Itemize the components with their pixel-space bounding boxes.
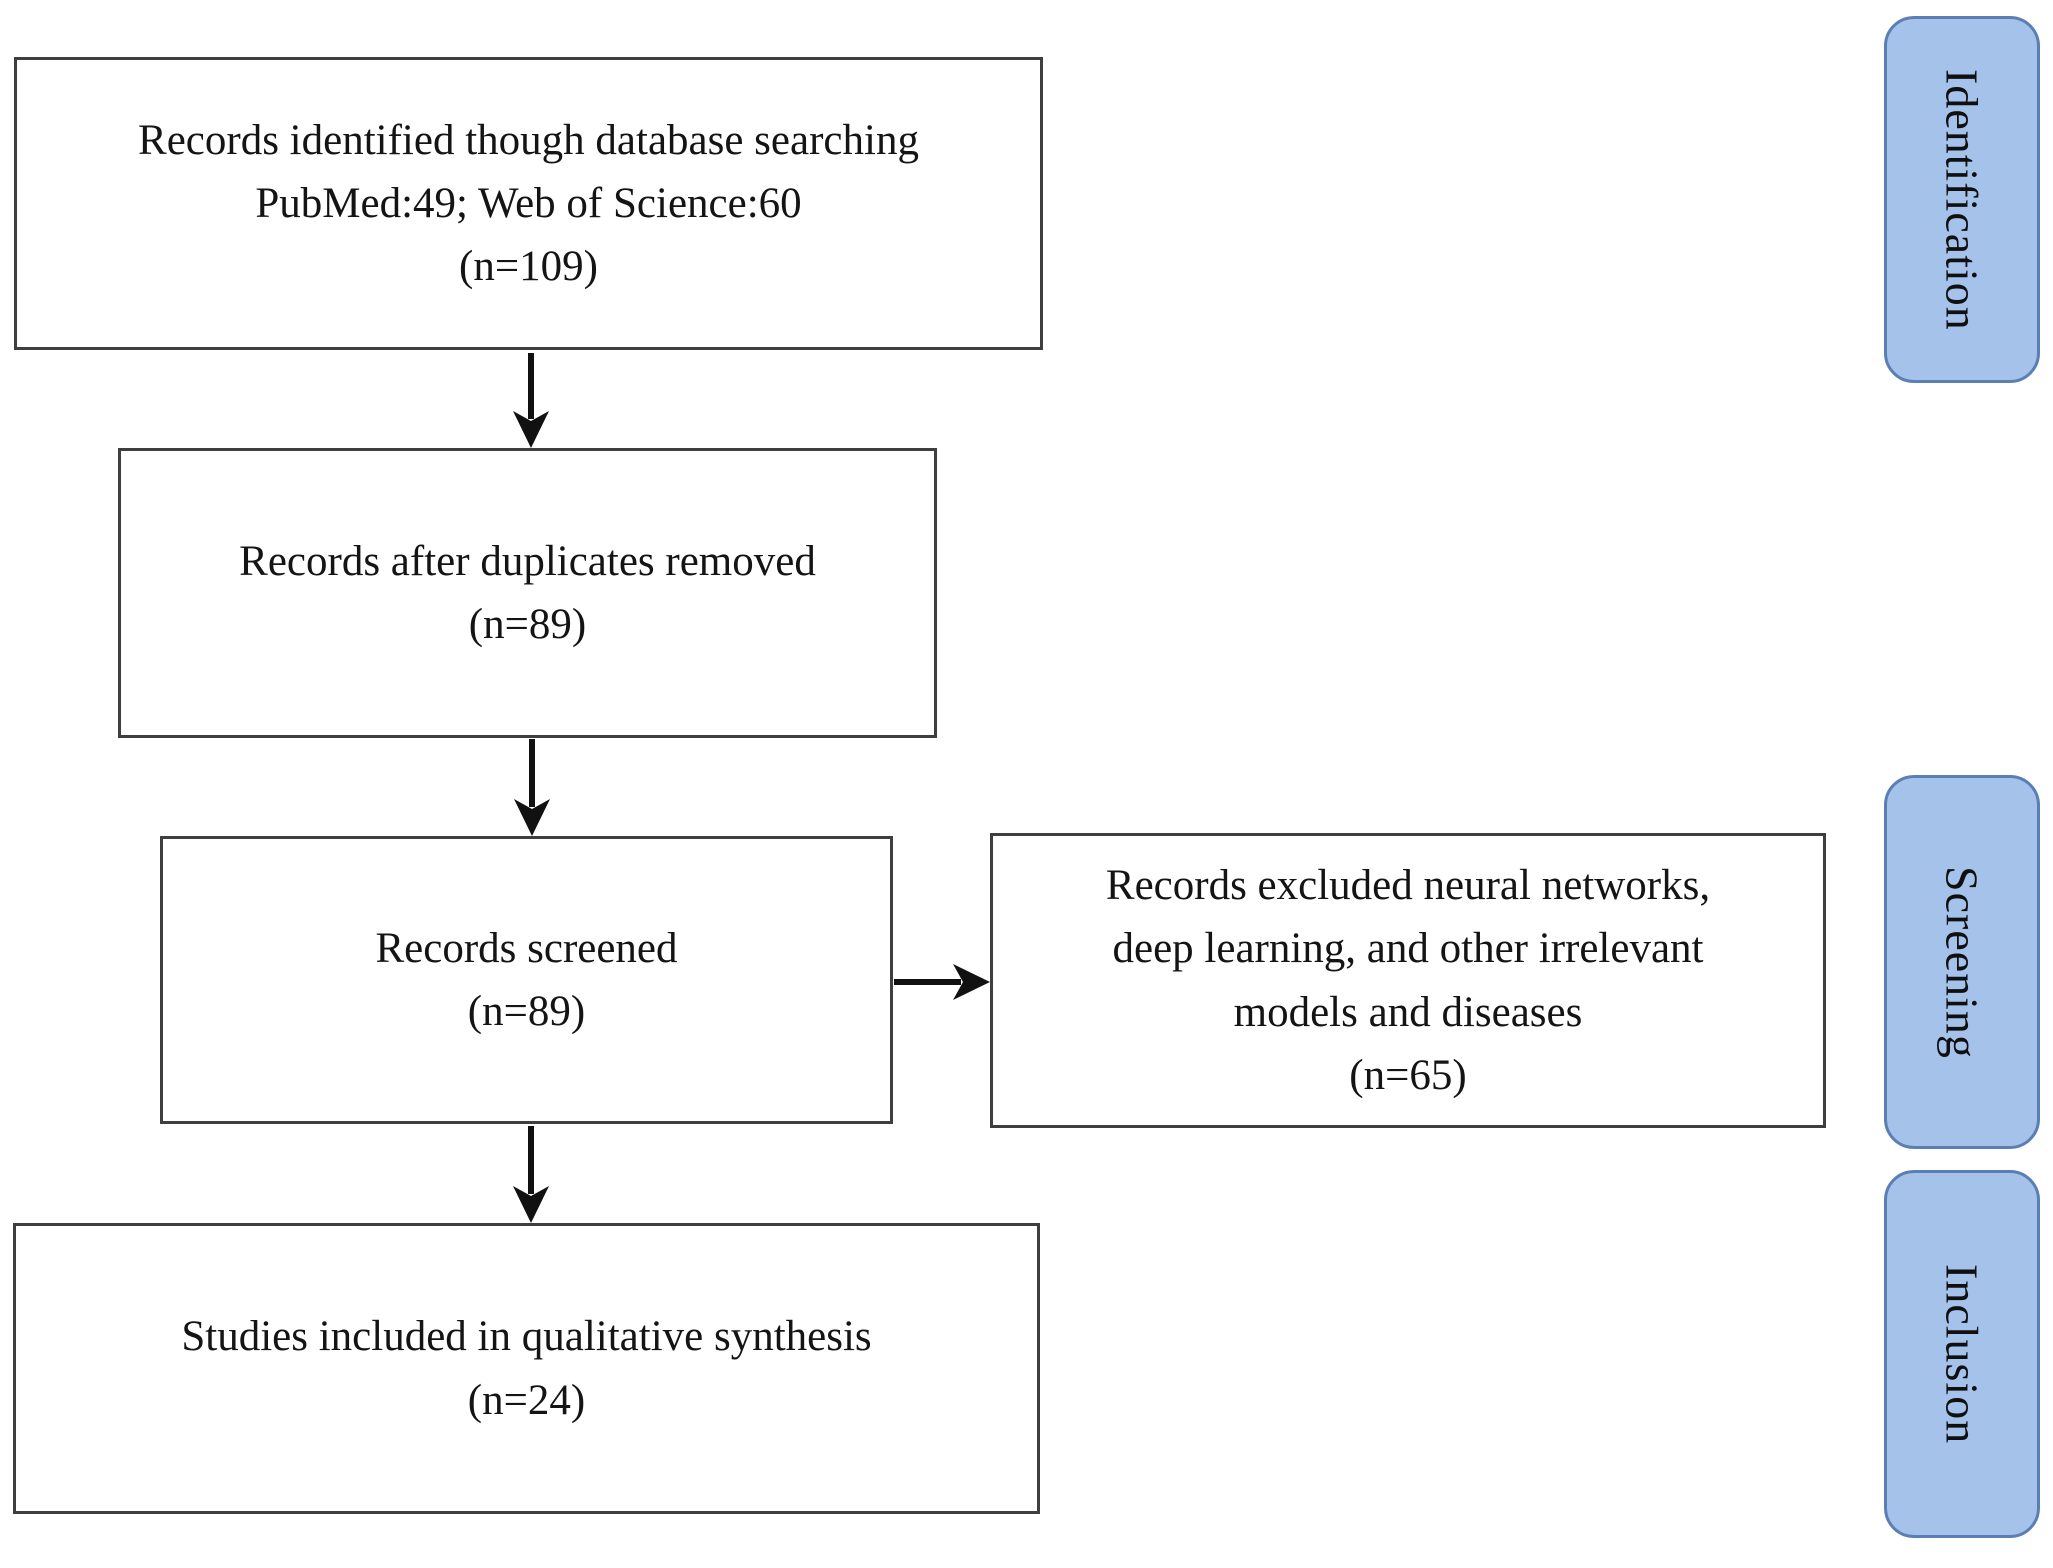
stage-label-text: Inclusion xyxy=(1936,1263,1988,1445)
box-records-identified: Records identified though database searc… xyxy=(14,57,1043,350)
box-text-line: Records after duplicates removed xyxy=(239,537,816,585)
box-studies-included: Studies included in qualitative synthesi… xyxy=(13,1223,1040,1514)
box-count-line: (n=89) xyxy=(468,601,587,648)
stage-label-identification: Identification xyxy=(1884,16,2040,383)
box-count-line: (n=24) xyxy=(467,1376,586,1424)
box-count-line: (n=89) xyxy=(467,988,586,1035)
stage-label-inclusion: Inclusion xyxy=(1884,1170,2040,1538)
box-text-line: Records screened xyxy=(375,924,678,972)
box-text-line: Studies included in qualitative synthesi… xyxy=(181,1313,872,1361)
box-records-after-duplicates: Records after duplicates removed (n=89) xyxy=(118,448,937,738)
box-text-line: models and diseases xyxy=(1233,988,1583,1036)
box-text-line: Records identified though database searc… xyxy=(138,116,919,164)
arrow-down-identified-to-dedup-icon xyxy=(509,353,553,448)
box-records-screened: Records screened (n=89) xyxy=(160,836,893,1124)
box-count-line: (n=65) xyxy=(1349,1051,1467,1099)
box-text-line: Records excluded neural networks, xyxy=(1105,862,1711,910)
stage-label-text: Identification xyxy=(1936,68,1988,331)
stage-label-text: Screening xyxy=(1936,865,1988,1059)
box-records-excluded: Records excluded neural networks, deep l… xyxy=(990,833,1826,1128)
stage-label-screening: Screening xyxy=(1884,775,2040,1149)
arrow-down-dedup-to-screened-icon xyxy=(510,739,554,836)
box-text-line: deep learning, and other irrelevant xyxy=(1112,925,1704,973)
box-text-line: PubMed:49; Web of Science:60 xyxy=(255,179,802,227)
arrow-right-screened-to-excluded-icon xyxy=(894,960,990,1004)
box-count-line: (n=109) xyxy=(459,243,598,291)
arrow-down-screened-to-included-icon xyxy=(509,1126,553,1223)
